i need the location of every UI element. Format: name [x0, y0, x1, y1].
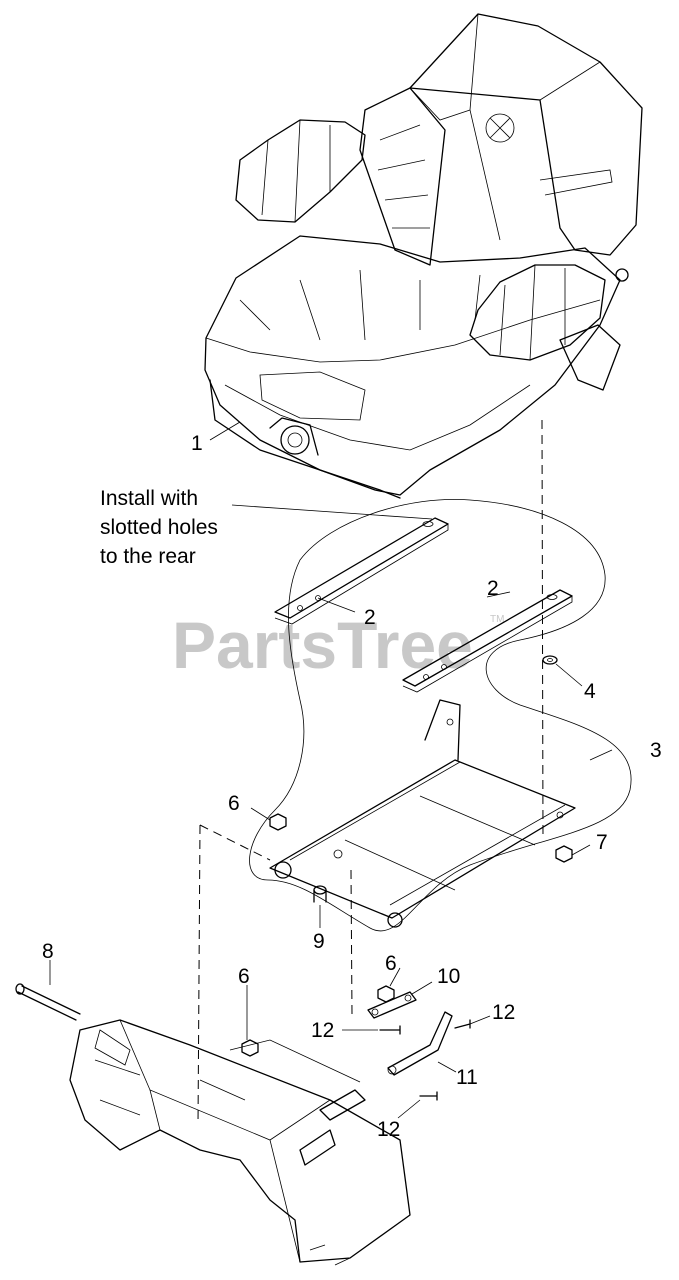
callout-nut-frame[interactable]: 6 — [228, 792, 240, 815]
watermark: PartsTree — [172, 608, 473, 682]
bolt-12-a[interactable] — [379, 1025, 401, 1035]
note-line-1: Install with — [100, 487, 198, 510]
callout-rail-right[interactable]: 2 — [487, 577, 499, 600]
callout-link[interactable]: 10 — [437, 965, 460, 988]
nut-6-link[interactable] — [377, 985, 395, 1003]
seat-frame-group-outline — [249, 498, 632, 932]
mount-base[interactable] — [69, 1019, 411, 1266]
washer-4[interactable] — [542, 655, 558, 665]
alignment-line-left-top — [199, 824, 271, 861]
leader-lines — [49, 421, 613, 1119]
callout-nut-rear[interactable]: 7 — [596, 831, 608, 854]
callout-seat-frame[interactable]: 3 — [650, 739, 662, 762]
callout-bolt-a[interactable]: 12 — [311, 1019, 334, 1042]
arm-11[interactable] — [387, 1011, 453, 1076]
bolt-12-b[interactable] — [454, 1019, 471, 1029]
callout-nut-base[interactable]: 6 — [238, 965, 250, 988]
callout-labels: 1 2 2 3 4 6 6 6 7 8 9 10 11 12 12 12 — [42, 432, 662, 1141]
callout-washer[interactable]: 4 — [584, 680, 596, 703]
alignment-line-left — [197, 824, 201, 1126]
note-line-2: slotted holes — [100, 516, 218, 539]
callout-arm[interactable]: 11 — [456, 1066, 478, 1089]
watermark-trademark: TM — [490, 614, 504, 625]
seat-illustration[interactable] — [204, 13, 643, 499]
callout-bolt-c[interactable]: 12 — [377, 1118, 400, 1141]
seat-rail-right[interactable] — [402, 589, 573, 693]
bushing-9[interactable] — [313, 885, 327, 903]
callout-nut-link[interactable]: 6 — [385, 952, 397, 975]
nut-6-base[interactable] — [241, 1039, 259, 1057]
alignment-line-rear — [541, 419, 544, 841]
install-note: Install with slotted holes to the rear — [100, 487, 218, 568]
callout-bushing[interactable]: 9 — [313, 930, 325, 953]
callout-rod[interactable]: 8 — [42, 940, 54, 963]
bolt-12-c[interactable] — [419, 1091, 438, 1101]
nut-6-frame[interactable] — [269, 813, 287, 831]
nut-7[interactable] — [555, 845, 573, 863]
callout-bolt-b[interactable]: 12 — [492, 1001, 515, 1024]
alignment-line-link — [350, 869, 353, 1016]
callout-rail-left[interactable]: 2 — [364, 606, 376, 629]
note-line-3: to the rear — [100, 545, 196, 568]
rod-8[interactable] — [15, 983, 81, 1021]
seat-rail-left[interactable] — [274, 517, 449, 625]
callout-seat[interactable]: 1 — [191, 432, 203, 455]
link-10[interactable] — [367, 991, 417, 1019]
